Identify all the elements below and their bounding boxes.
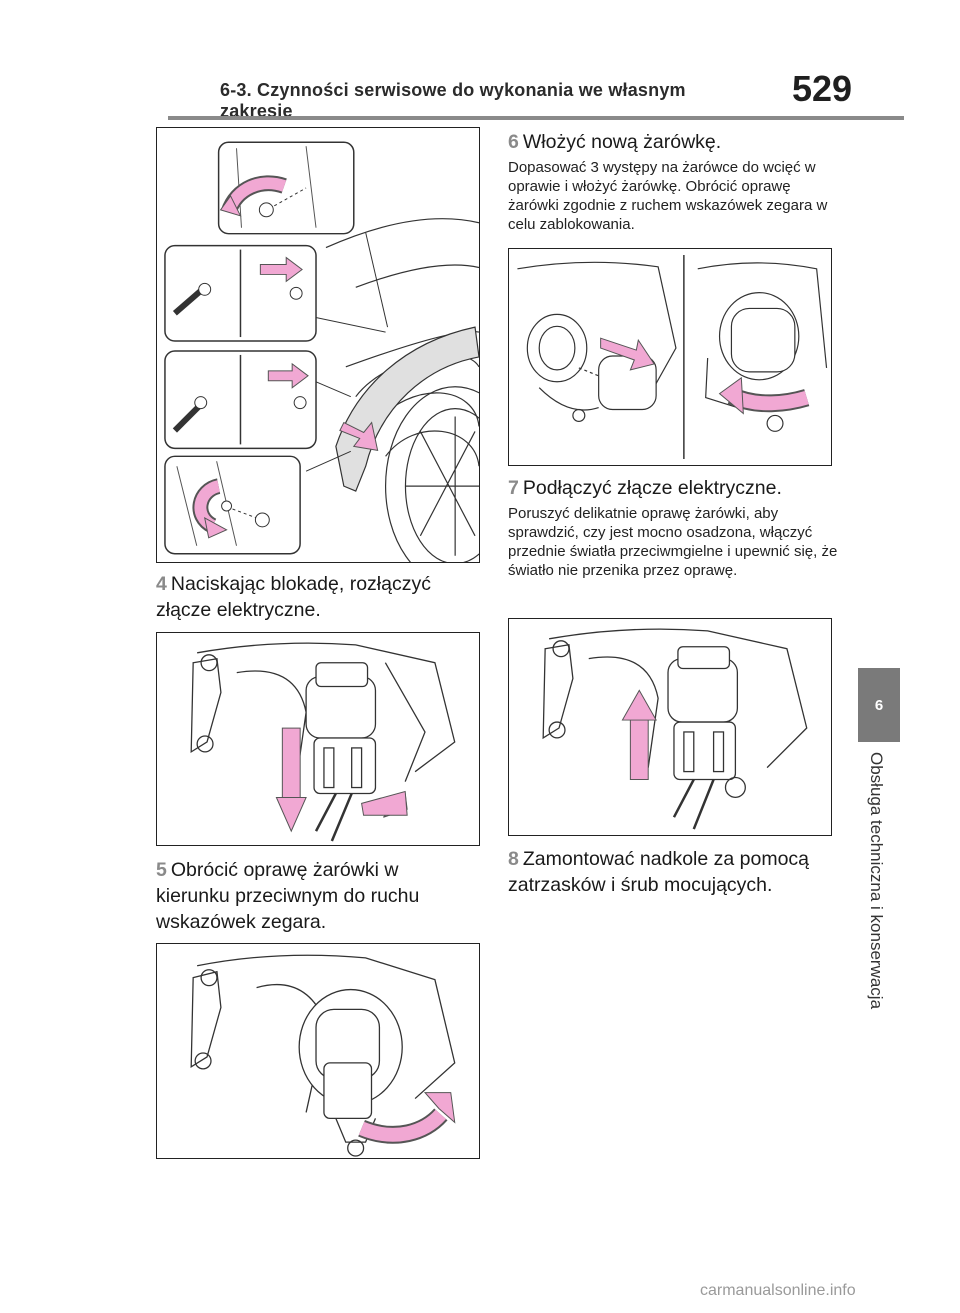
figure-wheel-arch	[156, 127, 480, 563]
figure-rotate-bulb	[156, 943, 480, 1159]
step-number: 4	[156, 573, 167, 595]
inset-top	[217, 141, 355, 235]
chapter-tab-number: 6	[874, 696, 884, 714]
step-7-note: Poruszyć delikatnie oprawę żarówki, aby …	[508, 505, 838, 579]
step-text: Włożyć nową żarówkę.	[522, 131, 722, 153]
figure-connect-connector	[508, 618, 832, 836]
chapter-tab[interactable]: 6	[858, 668, 900, 742]
page-number: 529	[792, 68, 853, 109]
step-number: 5	[156, 859, 167, 881]
insert-right-panel	[697, 262, 828, 432]
chapter-label: Obsługa techniczna i konserwacja	[867, 752, 886, 1010]
step-text: Zamontować nadkole za pomocą zatrzasków …	[508, 848, 810, 896]
figure-disconnect-connector	[156, 632, 480, 846]
header-divider	[168, 116, 904, 120]
step-6-note: Dopasować 3 występy na żarówce do wcięć …	[508, 159, 828, 233]
inset-clip-2	[164, 350, 317, 450]
watermark-link[interactable]: carmanualsonline.info	[700, 1282, 856, 1299]
figure-insert-bulb	[508, 248, 832, 466]
insert-left-panel	[517, 261, 677, 422]
step-number: 7	[508, 477, 519, 499]
step-text: Naciskając blokadę, rozłączyć złącze ele…	[156, 573, 431, 621]
step-text: Obrócić oprawę żarówki w kierunku przeci…	[156, 859, 420, 933]
step-number: 8	[508, 848, 519, 870]
step-text: Podłączyć złącze elektryczne.	[522, 477, 782, 499]
inset-bottom	[164, 455, 301, 555]
step-number: 6	[508, 131, 519, 153]
inset-clip-1	[164, 244, 317, 342]
